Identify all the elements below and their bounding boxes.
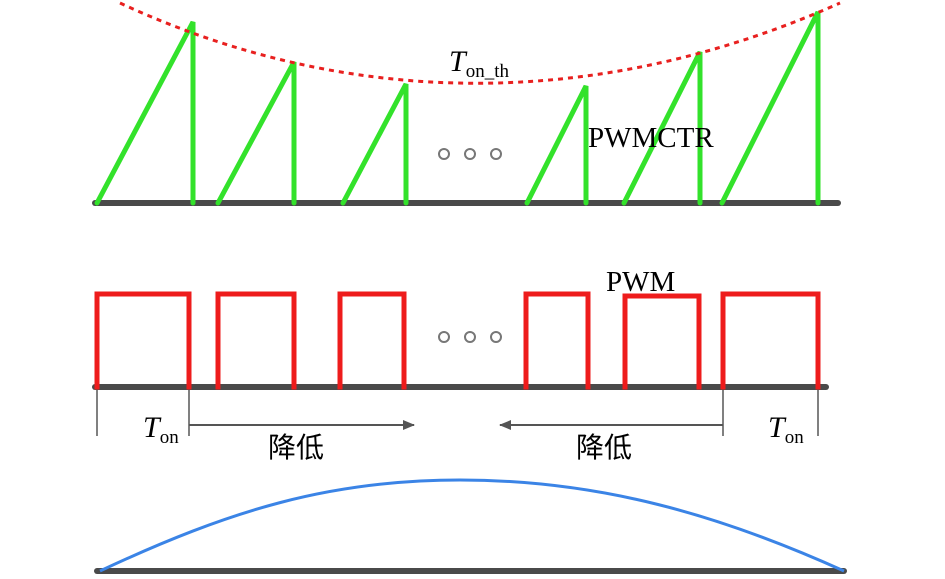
ramp-tooth-6: [719, 10, 821, 206]
ramp-signal-label: PWMCTR: [588, 122, 714, 154]
ramp-waveform: [94, 10, 821, 206]
pwm-pulse-2: [215, 291, 297, 390]
pwm-pulse-5: [622, 293, 702, 390]
threshold-label: Ton_th: [449, 45, 509, 82]
ramp-tooth-3: [340, 82, 409, 206]
ramp-tooth-2: [215, 60, 297, 206]
pwm-pulse-3: [337, 291, 407, 390]
envelope-curve: [99, 478, 845, 573]
ton-left-label: Ton: [143, 411, 179, 448]
ellipsis-middle: [438, 331, 502, 343]
pwm-waveform: [94, 291, 821, 390]
threshold-curve: [119, 1, 841, 85]
ton-right-label: Ton: [768, 411, 804, 448]
pwm-signal-label: PWM: [606, 266, 675, 298]
ramp-tooth-4: [524, 84, 589, 206]
pwm-pulse-6: [720, 291, 821, 390]
decrease-label-right: 降低: [576, 431, 632, 464]
pwm-pulse-1: [94, 291, 192, 390]
pwm-pulse-4: [523, 291, 591, 390]
dimension-ticks: [96, 390, 819, 436]
ramp-tooth-1: [94, 20, 196, 206]
ellipsis-top: [438, 148, 502, 160]
decrease-label-left: 降低: [268, 431, 324, 464]
